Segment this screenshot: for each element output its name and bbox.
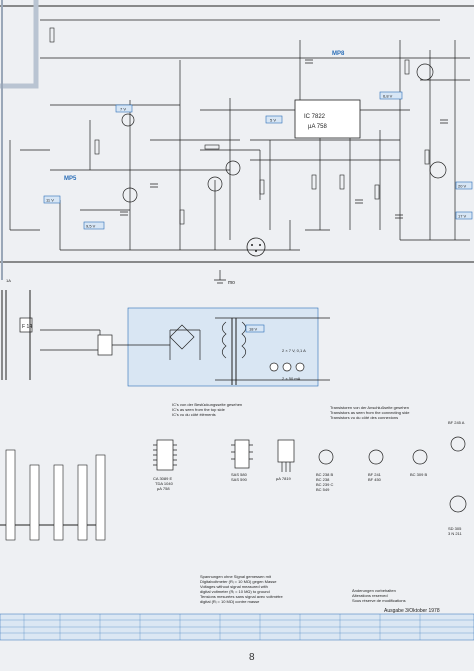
transistor-pinout-bc309: BC 309 B [410,449,427,477]
voltage-note: Digitalvoltmeter (Rᵢ = 10 MΩ) gegen Mass… [200,579,277,584]
voltage-note: Spannungen ohne Signal gemessen mit [200,574,272,579]
changes-note: Sous réserve de modifications [352,598,406,603]
transistor-note-fr: Transistors vu du côté des connexions [330,415,398,420]
transistor-note-de: Transistoren von der Anschlußseite geseh… [330,405,409,410]
voltage-tag: 11 V [46,198,54,203]
potentiometer-strip [0,449,106,541]
voltage-tag: 5 V [270,118,276,123]
test-point-mp5: MP5 [64,176,77,182]
transistor-type-name: BC 238 B [316,472,333,477]
supply-voltage-tag: 18 V [249,327,258,332]
transistor-type-alt: BF 450 [368,477,382,482]
capacitors [120,59,448,219]
ic-view-note-de: IC's von der Bestückungsseite gesehen [172,402,242,407]
changes-note: Änderungen vorbehalten [352,588,396,593]
changes-note: Alterations reserved [352,593,388,598]
ic-package-sas580: SAS 580 SAS 590 [231,439,253,482]
voltage-tag: 20 V [458,184,467,189]
ic-package-ua7819: µA 7819 [276,439,295,481]
voltage-tag: 9,5 V [86,224,96,229]
ic-view-note-en: IC's as seen from the top side [172,407,226,412]
ic-type-alt: µA 758 [157,486,170,491]
ic-type-name: SAS 580 [231,472,248,477]
voltage-note: Tensions mesurées sans signal avec voltm… [200,594,283,599]
voltage-note: Voltages without signal measured with [200,584,268,589]
ic-type-name: µA 7819 [276,476,292,481]
ic-type-alt: SAS 590 [231,477,248,482]
transistor-note-en: Transistors as seen from the connecting … [330,410,410,415]
ic-view-note-fr: IC's vu du côté éléments [172,412,216,417]
transistors [121,63,447,203]
upper-circuit-wiring [9,19,470,251]
power-supply: F 14 18 V 2 × 7 V, 0,1 A 2 × 50 mA 1A [6,278,330,387]
transistor-type-name: BF 245 A [448,420,465,425]
left-bus-bars [1,290,31,380]
edition-label: Ausgabe 3/Oktober 1978 [384,608,440,614]
transistor-type-alt: 3 N 211 [448,531,462,536]
transistor-type-name: SD 305 [448,526,462,531]
transistor-pinout-bf241: BF 241 BF 450 [368,449,384,482]
fuse-current-label: 1A [6,278,11,283]
lamp-current-label: 2 × 50 mA [282,376,301,381]
test-point-mp8: MP8 [332,51,345,57]
transistor-pinout-bf245: BF 245 A [448,420,466,452]
lamp-rating-label: 2 × 7 V, 0,1 A [282,348,306,353]
page-number: 8 [249,652,255,663]
voltage-note: digital (Rᵢ = 10 MΩ) contre masse [200,599,260,604]
ground-label: mo [228,280,235,286]
transistor-pinout-sd305: SD 305 3 N 211 [448,495,467,536]
ic-type-alt: TDA 1040 [155,481,174,486]
transistor-type-name: BF 241 [368,472,382,477]
transistor-type-alt: BC 238 [316,477,330,482]
transistor-type-name: BC 309 B [410,472,427,477]
voltage-note: digital voltmeter (Rᵢ = 10 MΩ) to ground [200,589,270,594]
transistor-type-alt: BC 549 [316,487,330,492]
frame-lines [0,0,474,280]
ic-type-name: CA 3089 E [153,476,172,481]
ic-main-ref: IC 7822 [304,114,326,120]
ic-main-type: µA 758 [308,124,327,130]
voltage-tags: 6,8 V 5 V 7 V 20 V 17 V 11 V 9,5 V [43,91,473,230]
ic-package-ca3089: CA 3089 E TDA 1040 µA 758 [153,439,177,491]
voltage-tag: 7 V [120,107,126,112]
resistors [49,27,430,225]
din-connector: mo [214,237,266,286]
ic-main-block: IC 7822 µA 758 [294,99,361,139]
voltage-tag: 17 V [458,214,467,219]
transistor-type-alt: BC 239 C [316,482,333,487]
fuse-label: F 14 [22,324,32,330]
transistor-pinout-bc238: BC 238 B BC 238 BC 239 C BC 549 [316,449,333,492]
voltage-tag: 6,8 V [383,94,393,99]
voltage-table-grid [0,613,474,641]
